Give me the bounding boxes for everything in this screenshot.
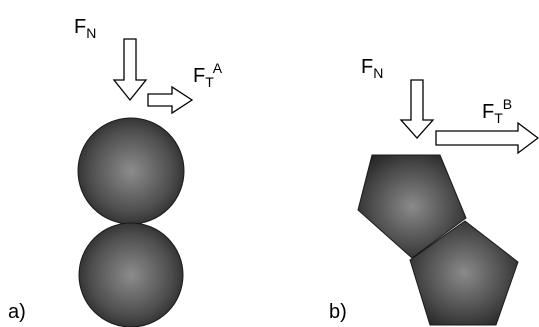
- panel-label-b: b): [329, 301, 347, 323]
- panel-label-a: a): [8, 301, 26, 323]
- panel-a: FN FTA a): [8, 16, 223, 327]
- normal-force-arrow-a: [114, 39, 146, 100]
- tangential-force-arrow-b: [436, 123, 538, 153]
- normal-force-arrow-b: [401, 80, 433, 138]
- normal-force-label-b: FN: [361, 56, 383, 81]
- particle-circle-bottom: [79, 223, 183, 327]
- tangential-force-label-b: FTB: [482, 96, 512, 126]
- normal-force-label-a: FN: [74, 16, 96, 41]
- panel-b: FN FTB b): [329, 56, 538, 325]
- tangential-force-label-a: FTA: [193, 60, 223, 90]
- tangential-force-arrow-a: [148, 87, 192, 113]
- particle-circle-top: [78, 118, 184, 224]
